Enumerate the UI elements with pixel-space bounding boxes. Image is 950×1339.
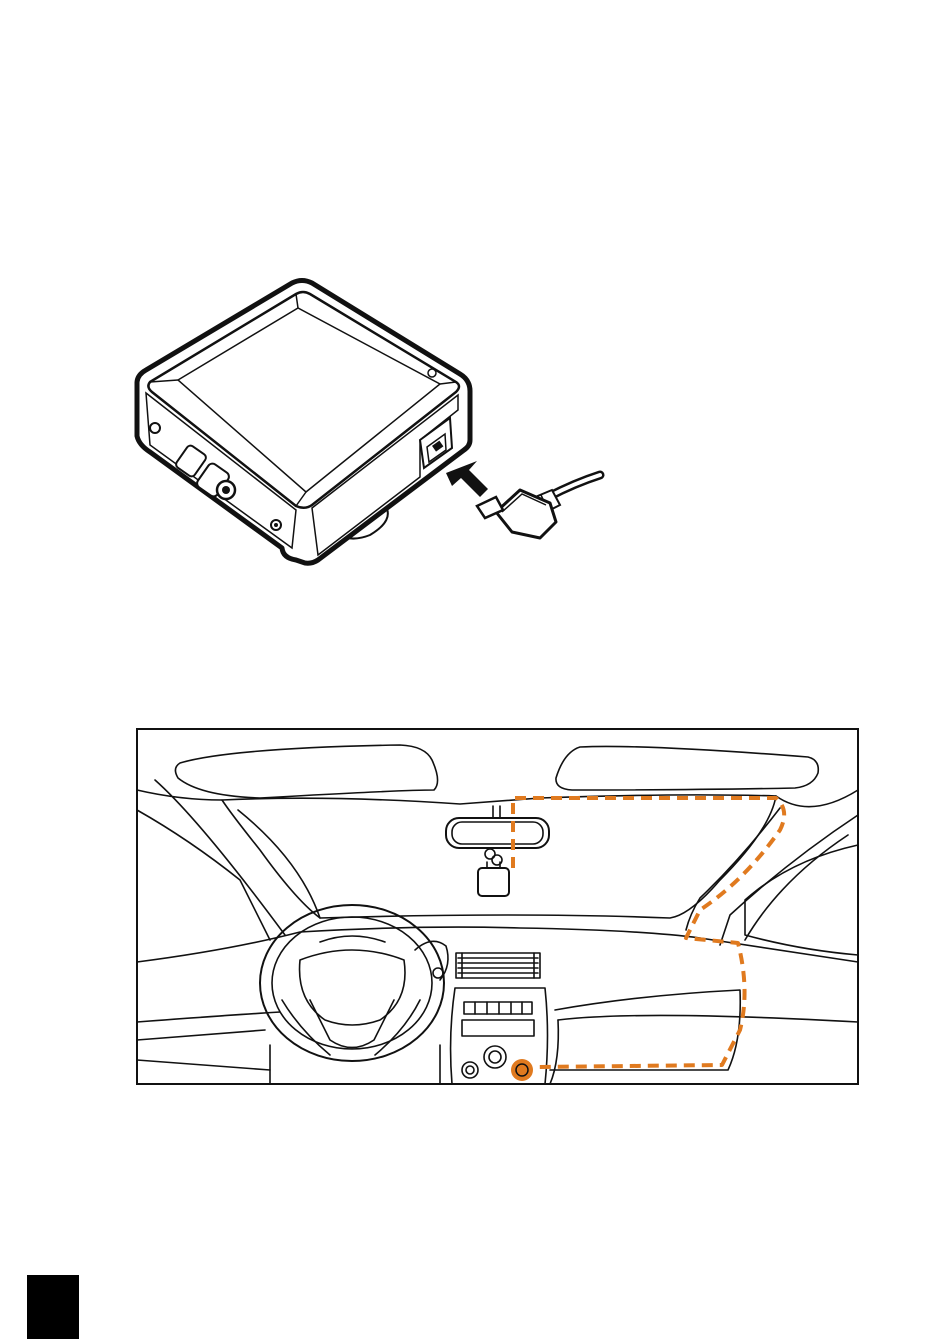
page-edge-tab <box>27 1275 79 1339</box>
cable-routing-figure <box>0 0 950 1100</box>
power-socket <box>511 1059 533 1081</box>
